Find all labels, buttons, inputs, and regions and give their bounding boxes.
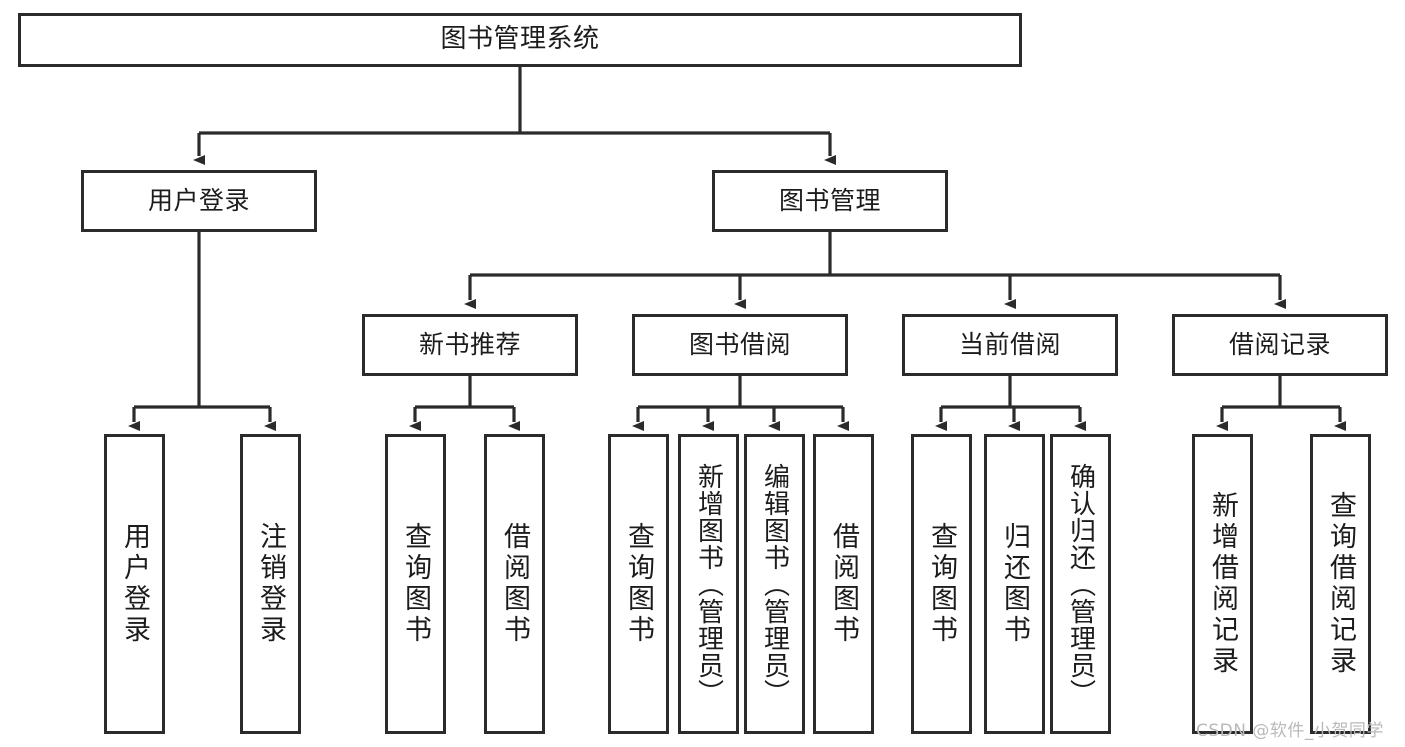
node-leaf-query-book-borrow-label: 查询图书 xyxy=(623,522,654,646)
node-current-borrow-label: 当前借阅 xyxy=(958,330,1061,359)
node-leaf-borrow-book-label: 借阅图书 xyxy=(828,522,859,646)
node-root-label: 图书管理系统 xyxy=(440,24,600,55)
node-root[interactable]: 图书管理系统 xyxy=(18,13,1022,67)
node-leaf-query-book-rec-label: 查询图书 xyxy=(400,522,431,646)
node-leaf-return-book[interactable]: 归还图书 xyxy=(984,434,1045,734)
node-leaf-add-borrow-record-label: 新增借阅记录 xyxy=(1207,491,1238,677)
node-leaf-query-book-current[interactable]: 查询图书 xyxy=(911,434,972,734)
node-leaf-query-borrow-record[interactable]: 查询借阅记录 xyxy=(1310,434,1371,734)
node-leaf-borrow-book-rec-label: 借阅图书 xyxy=(499,522,530,646)
node-borrow-record[interactable]: 借阅记录 xyxy=(1172,314,1388,376)
node-new-book-recommend[interactable]: 新书推荐 xyxy=(362,314,578,376)
node-user-login-label: 用户登录 xyxy=(147,186,250,215)
node-leaf-user-logout-label: 注销登录 xyxy=(255,522,286,646)
node-leaf-query-borrow-record-label: 查询借阅记录 xyxy=(1325,491,1356,677)
node-leaf-confirm-return-admin[interactable]: 确认归还（管理员） xyxy=(1050,434,1111,734)
node-new-book-recommend-label: 新书推荐 xyxy=(418,330,521,359)
node-leaf-edit-book-admin[interactable]: 编辑图书（管理员） xyxy=(744,434,805,734)
node-leaf-add-book-admin-label: 新增图书（管理员） xyxy=(693,462,724,706)
node-book-borrow[interactable]: 图书借阅 xyxy=(632,314,848,376)
node-user-login[interactable]: 用户登录 xyxy=(81,170,317,232)
node-leaf-add-borrow-record[interactable]: 新增借阅记录 xyxy=(1192,434,1253,734)
node-book-borrow-label: 图书借阅 xyxy=(688,330,791,359)
node-leaf-query-book-rec[interactable]: 查询图书 xyxy=(385,434,446,734)
node-leaf-user-login[interactable]: 用户登录 xyxy=(104,434,165,734)
node-leaf-borrow-book-rec[interactable]: 借阅图书 xyxy=(484,434,545,734)
node-book-manage-label: 图书管理 xyxy=(778,186,881,215)
node-leaf-borrow-book[interactable]: 借阅图书 xyxy=(813,434,874,734)
node-leaf-add-book-admin[interactable]: 新增图书（管理员） xyxy=(678,434,739,734)
node-leaf-confirm-return-admin-label: 确认归还（管理员） xyxy=(1065,462,1096,706)
node-leaf-return-book-label: 归还图书 xyxy=(999,522,1030,646)
node-book-manage[interactable]: 图书管理 xyxy=(712,170,948,232)
node-borrow-record-label: 借阅记录 xyxy=(1228,330,1331,359)
node-leaf-edit-book-admin-label: 编辑图书（管理员） xyxy=(759,462,790,706)
node-current-borrow[interactable]: 当前借阅 xyxy=(902,314,1118,376)
node-leaf-user-logout[interactable]: 注销登录 xyxy=(240,434,301,734)
node-leaf-user-login-label: 用户登录 xyxy=(119,522,150,646)
node-leaf-query-book-borrow[interactable]: 查询图书 xyxy=(608,434,669,734)
node-leaf-query-book-current-label: 查询图书 xyxy=(926,522,957,646)
watermark-text: CSDN @软件_小贺同学 xyxy=(1196,721,1384,741)
